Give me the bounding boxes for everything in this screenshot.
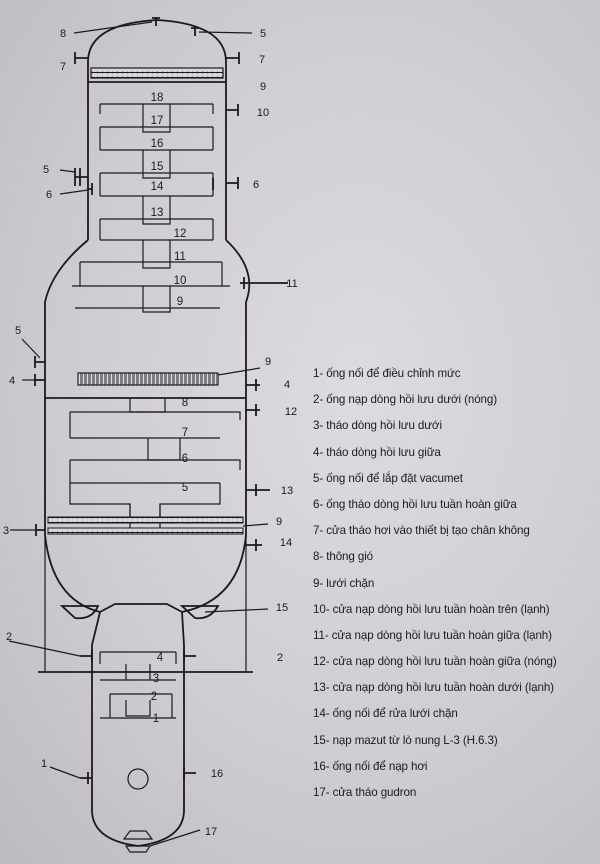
callout: 10 — [257, 107, 269, 119]
callout: 14 — [280, 537, 292, 549]
callout: 8 — [60, 28, 66, 40]
legend-item: 13- cửa nạp dòng hồi lưu tuần hoàn dưới … — [313, 681, 554, 695]
tray-label: 13 — [151, 207, 164, 219]
callout-numbers: 8 5 7 7 9 10 5 6 6 11 5 9 4 4 12 13 3 9 … — [3, 28, 298, 838]
upper-trays — [72, 67, 230, 313]
tray-label: 1 — [153, 713, 159, 725]
tray-label: 6 — [182, 453, 188, 465]
legend-list: 1- ống nối để điều chỉnh mức 2- ống nạp … — [313, 361, 600, 806]
tray-label: 17 — [151, 115, 164, 127]
legend-item: 8- thông gió — [313, 550, 374, 564]
legend-item: 12- cửa nạp dòng hồi lưu tuần hoàn giữa … — [313, 655, 557, 669]
tray-label: 15 — [151, 161, 164, 173]
legend-item: 16- ống nối để nạp hơi — [313, 759, 428, 773]
tray-label: 4 — [157, 652, 164, 664]
tray-labels: 18 17 16 15 14 13 12 11 10 9 8 7 6 5 4 3… — [151, 92, 189, 725]
tray-label: 12 — [174, 228, 187, 240]
callout: 17 — [205, 826, 217, 838]
callout: 6 — [253, 179, 259, 191]
legend-item: 17- cửa tháo gudron — [313, 786, 417, 799]
vessel-shell — [38, 19, 253, 847]
callout: 4 — [9, 375, 15, 387]
callout: 5 — [43, 164, 49, 176]
tray-label: 8 — [182, 397, 188, 409]
callout: 4 — [284, 379, 290, 391]
callout: 5 — [260, 28, 266, 40]
lower-trays — [99, 651, 177, 853]
tray-label: 3 — [153, 673, 159, 685]
callout: 13 — [281, 485, 293, 497]
callout: 12 — [285, 406, 297, 418]
callout: 15 — [276, 602, 288, 614]
callout: 6 — [46, 189, 52, 201]
legend-item: 7- cửa tháo hơi vào thiết bị tạo chân kh… — [313, 524, 530, 538]
callout: 3 — [3, 525, 9, 537]
legend-item: 15- nạp mazut từ lò nung L-3 (H.6.3) — [313, 733, 498, 747]
legend-item: 5- ống nối để lắp đặt vacumet — [313, 471, 463, 485]
tray-label: 16 — [151, 138, 164, 150]
callout: 1 — [41, 758, 47, 770]
tray-label: 2 — [151, 691, 157, 703]
leader-lines — [8, 21, 269, 847]
callout: 7 — [259, 54, 265, 66]
tray-label: 9 — [177, 296, 183, 308]
legend-item: 3- tháo dòng hồi lưu dưới — [313, 419, 442, 433]
tray-label: 7 — [182, 427, 188, 439]
callout: 9 — [276, 516, 282, 528]
tray-label: 14 — [151, 181, 164, 193]
callout: 7 — [60, 61, 66, 73]
callout: 2 — [277, 652, 283, 664]
callout: 9 — [260, 81, 266, 93]
tray-label: 10 — [174, 275, 187, 287]
callout: 11 — [286, 278, 297, 290]
middle-section — [45, 372, 246, 620]
callout: 2 — [6, 631, 12, 643]
legend-item: 14- ống nối để rửa lưới chặn — [313, 707, 458, 721]
legend-item: 2- ống nạp dòng hồi lưu dưới (nóng) — [313, 393, 497, 407]
callout: 16 — [211, 768, 223, 780]
nozzles — [34, 17, 288, 784]
tray-label: 18 — [151, 92, 164, 104]
legend-item: 4- tháo dòng hồi lưu giữa — [313, 445, 441, 459]
legend-item: 1- ống nối để điều chỉnh mức — [313, 367, 461, 380]
legend-item: 10- cửa nạp dòng hồi lưu tuần hoàn trên … — [313, 602, 550, 616]
tray-label: 5 — [182, 482, 188, 494]
tray-label: 11 — [174, 251, 186, 263]
legend-item: 6- ống tháo dòng hồi lưu tuần hoàn giữa — [313, 497, 517, 511]
callout: 9 — [265, 356, 271, 368]
legend-item: 9- lưới chặn — [313, 576, 375, 590]
callout: 5 — [15, 325, 21, 337]
legend-item: 11- cửa nạp dòng hồi lưu tuần hoàn giữa … — [313, 628, 552, 642]
